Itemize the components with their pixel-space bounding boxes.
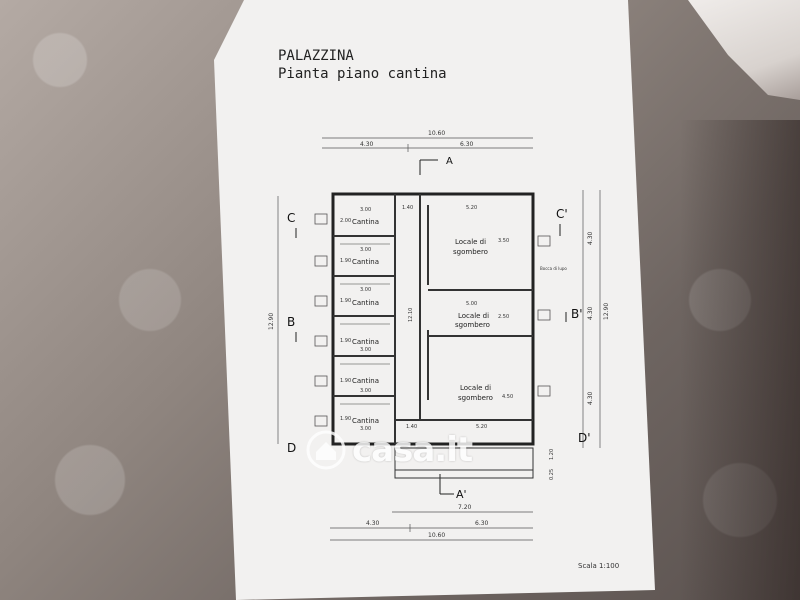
corridor-bottom-dim: 1.40 xyxy=(406,424,417,430)
section-arrows xyxy=(295,224,567,495)
house-logo-icon xyxy=(306,430,346,470)
locale-height: 2.50 xyxy=(498,314,509,320)
dim-bottom-left: 4.30 xyxy=(366,520,380,527)
watermark-text: casa.it xyxy=(352,430,473,470)
section-d-prime-label: D' xyxy=(578,431,591,445)
cantina-height: 2.00 xyxy=(340,218,351,224)
cantina-height: 1.90 xyxy=(340,258,351,264)
section-c-label: C xyxy=(287,211,295,225)
dim-bottom-top: 7.20 xyxy=(458,504,472,511)
shadow-area xyxy=(680,120,800,600)
stair-width: 1.20 xyxy=(549,449,555,460)
cantina-label: Cantina xyxy=(352,417,379,425)
dim-top-left: 4.30 xyxy=(360,141,374,148)
right-dimension-lines xyxy=(582,190,601,448)
top-dimensions xyxy=(322,137,533,152)
locale-label-line1: Locale di xyxy=(458,312,489,320)
cantina-label: Cantina xyxy=(352,299,379,307)
dim-bottom-right: 6.30 xyxy=(475,520,489,527)
bottom-dimensions xyxy=(330,511,533,541)
document-title: PALAZZINA xyxy=(278,48,354,64)
section-d-label: D xyxy=(287,441,296,455)
section-a-prime-label: A' xyxy=(456,488,467,501)
cantina-width: 3.00 xyxy=(360,347,371,353)
locale-height: 3.50 xyxy=(498,238,509,244)
cantina-height: 1.90 xyxy=(340,298,351,304)
section-c-prime-label: C' xyxy=(556,207,568,221)
dim-right-a: 4.30 xyxy=(587,231,594,245)
cantina-label: Cantina xyxy=(352,377,379,385)
scale-label: Scala 1:100 xyxy=(578,562,620,570)
locale-width: 5.20 xyxy=(466,205,477,211)
cantina-height: 1.90 xyxy=(340,416,351,422)
cantina-width: 3.00 xyxy=(360,247,371,253)
thin-lines xyxy=(340,243,390,405)
cantina-height: 1.90 xyxy=(340,378,351,384)
cantina-width: 3.00 xyxy=(360,388,371,394)
dim-top-total: 10.60 xyxy=(428,130,445,137)
section-a-label: A xyxy=(446,156,453,167)
cantina-width: 3.00 xyxy=(360,287,371,293)
stair-height: 0.25 xyxy=(549,469,555,480)
bocca-di-lupo-label: Bocca di lupo xyxy=(540,266,567,271)
window-markers xyxy=(314,213,551,427)
outer-walls xyxy=(331,192,535,446)
cantina-label: Cantina xyxy=(352,338,379,346)
locale-label-line2: sgombero xyxy=(455,321,490,329)
cantina-width: 3.00 xyxy=(360,207,371,213)
section-b-prime-label: B' xyxy=(571,307,583,321)
corridor-top-dim: 1.40 xyxy=(402,205,413,211)
cantina-height: 1.90 xyxy=(340,338,351,344)
cantina-label: Cantina xyxy=(352,258,379,266)
locale-width: 5.00 xyxy=(466,301,477,307)
dim-left-total: 12.90 xyxy=(268,313,275,330)
dim-right-c: 4.30 xyxy=(587,391,594,405)
cantina-width: 3.00 xyxy=(360,426,371,432)
section-a-marker xyxy=(419,159,438,175)
locale-label-line1: Locale di xyxy=(460,384,491,392)
locale-height: 4.50 xyxy=(502,394,513,400)
stair-block xyxy=(394,447,534,479)
locale-label-line1: Locale di xyxy=(455,238,486,246)
locale-label-line2: sgombero xyxy=(458,394,493,402)
section-b-label: B xyxy=(287,315,295,329)
locale-label-line2: sgombero xyxy=(453,248,488,256)
dim-top-right: 6.30 xyxy=(460,141,474,148)
dim-bottom-total: 10.60 xyxy=(428,532,445,539)
casa-it-watermark: casa.it xyxy=(306,428,473,472)
document-subtitle: Pianta piano cantina xyxy=(278,66,447,82)
corridor-mid-dim: 12.10 xyxy=(408,308,414,322)
dim-right-total: 12.90 xyxy=(603,303,610,320)
locale-width: 5.20 xyxy=(476,424,487,430)
cantina-label: Cantina xyxy=(352,218,379,226)
interior-walls xyxy=(333,194,533,444)
dim-right-b: 4.30 xyxy=(587,306,594,320)
